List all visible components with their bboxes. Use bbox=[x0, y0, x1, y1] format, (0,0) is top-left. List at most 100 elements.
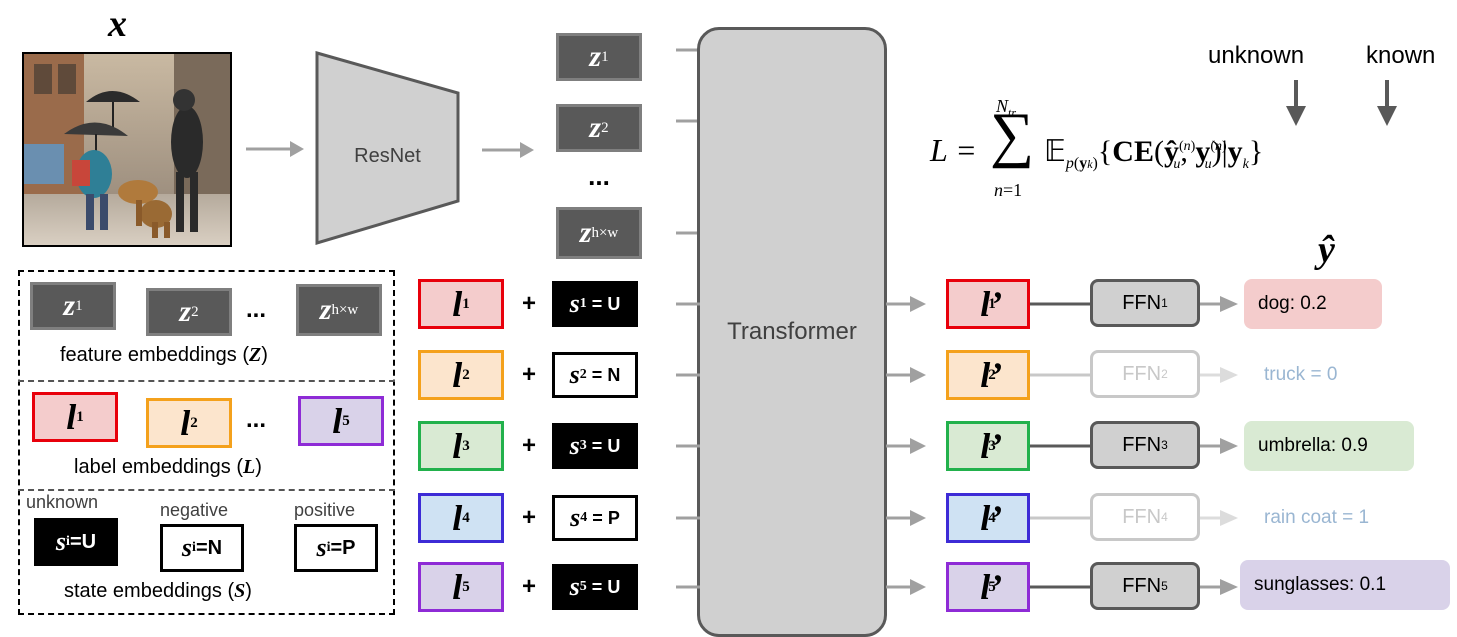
prediction-3: umbrella: 0.9 bbox=[1244, 421, 1414, 471]
feature-subscript: 2 bbox=[191, 303, 199, 320]
label-subscript: 5 bbox=[462, 578, 470, 595]
state-symbol: s bbox=[569, 360, 580, 389]
plus-sign-3: + bbox=[522, 432, 537, 459]
feature-subscript: h×w bbox=[331, 301, 359, 318]
backbone-diagram bbox=[246, 51, 460, 245]
input-label: x bbox=[108, 3, 127, 45]
legend-divider-2 bbox=[18, 489, 395, 491]
sum-lower: n=1 bbox=[994, 180, 1023, 200]
label-output-token-5: l’5 bbox=[946, 562, 1030, 612]
state-value: N bbox=[607, 364, 621, 385]
state-symbol: s bbox=[316, 533, 327, 562]
feature-symbol: z bbox=[579, 216, 592, 249]
state-subscript: i bbox=[66, 534, 70, 549]
label-output-symbol: l’ bbox=[980, 567, 1003, 607]
feature-subscript: 1 bbox=[75, 297, 83, 314]
legend-feature-ellipsis: ... bbox=[246, 296, 267, 323]
loss-lhs: L = bbox=[930, 132, 977, 168]
label-symbol: l bbox=[332, 401, 343, 441]
ffn-subscript: 2 bbox=[1161, 367, 1168, 381]
label-output-symbol: l’ bbox=[980, 284, 1003, 324]
legend-label-ellipsis: ... bbox=[246, 406, 267, 433]
caption-symbol: Z bbox=[249, 344, 262, 366]
caption-text: label embeddings ( bbox=[74, 456, 243, 478]
state-value: P bbox=[607, 507, 620, 528]
plus-sign-2: + bbox=[522, 361, 537, 388]
output-label: ŷ bbox=[1318, 229, 1335, 271]
state-value: N bbox=[207, 536, 223, 559]
arrow-resnet-to-features bbox=[482, 142, 534, 158]
caption-symbol: L bbox=[243, 456, 256, 478]
state-tag-unknown: unknown bbox=[26, 492, 99, 512]
state-value: U bbox=[607, 576, 621, 597]
loss-unknown-label: unknown bbox=[1208, 42, 1305, 69]
loss-expectation: 𝔼p(yk){CE(ŷ(n)u, y(n)u)|yk} bbox=[1044, 135, 1264, 172]
feature-connectors bbox=[676, 48, 700, 235]
loss-pointer-arrows bbox=[1286, 80, 1397, 126]
ffn-subscript: 3 bbox=[1161, 438, 1168, 452]
plus-sign-4: + bbox=[522, 504, 537, 531]
label-output-token-4: l’4 bbox=[946, 493, 1030, 543]
label-symbol: l bbox=[452, 284, 463, 324]
feature-symbol: z bbox=[319, 293, 332, 326]
state-symbol: s bbox=[570, 503, 581, 532]
state-symbol: s bbox=[181, 533, 193, 562]
label-output-subscript: 5 bbox=[988, 578, 996, 595]
feature-ellipsis: ... bbox=[588, 160, 610, 191]
label-output-token-1: l’1 bbox=[946, 279, 1030, 329]
ffn-subscript: 5 bbox=[1161, 579, 1168, 593]
label-output-subscript: 2 bbox=[988, 366, 996, 383]
state-symbol: s bbox=[55, 527, 67, 556]
state-value: U bbox=[607, 435, 621, 456]
label-subscript: 5 bbox=[342, 412, 350, 429]
state-subscript: 3 bbox=[579, 438, 587, 453]
feature-subscript: 1 bbox=[601, 48, 609, 65]
label-output-subscript: 1 bbox=[988, 295, 996, 312]
caption-text: state embeddings ( bbox=[64, 580, 235, 602]
state-value: P bbox=[342, 536, 356, 559]
caption-symbol: S bbox=[234, 580, 246, 602]
state-subscript: i bbox=[192, 540, 196, 555]
state-value: U bbox=[607, 293, 621, 314]
row-connectors bbox=[676, 296, 1238, 595]
label-symbol: l bbox=[452, 567, 463, 607]
caption-paren: ) bbox=[245, 580, 252, 602]
label-output-subscript: 4 bbox=[988, 509, 996, 526]
state-subscript: 1 bbox=[579, 296, 587, 311]
transformer-label: Transformer bbox=[727, 318, 857, 345]
prediction-4: rain coat = 1 bbox=[1264, 507, 1370, 528]
state-subscript: i bbox=[326, 540, 331, 555]
label-subscript: 2 bbox=[462, 366, 470, 383]
resnet-block bbox=[315, 51, 460, 245]
plus-sign-1: + bbox=[522, 290, 537, 317]
sum-upper: Ntr bbox=[996, 96, 1017, 120]
state-tag-positive: positive bbox=[294, 500, 356, 520]
prediction-5: sunglasses: 0.1 bbox=[1240, 560, 1450, 610]
label-output-subscript: 3 bbox=[988, 437, 996, 454]
ffn-subscript: 1 bbox=[1161, 296, 1168, 310]
caption-paren: ) bbox=[255, 456, 262, 478]
label-subscript: 3 bbox=[462, 437, 470, 454]
transformer-block: Transformer bbox=[697, 27, 887, 637]
state-symbol: s bbox=[569, 431, 580, 460]
street-photo-illustration bbox=[24, 54, 230, 245]
label-symbol: l bbox=[180, 403, 191, 443]
prediction-2: truck = 0 bbox=[1264, 364, 1338, 385]
